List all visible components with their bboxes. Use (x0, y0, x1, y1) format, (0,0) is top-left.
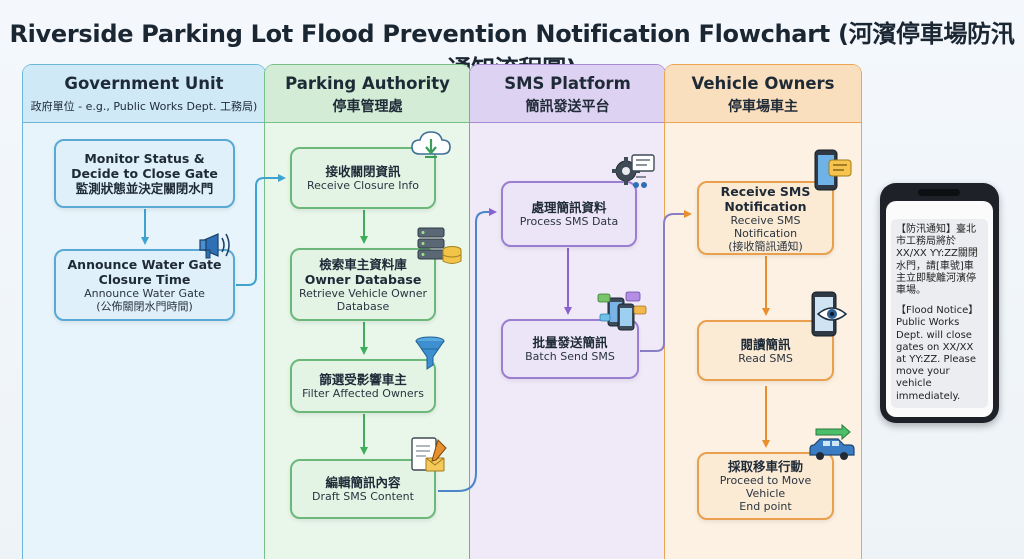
lane-title-zh: 政府單位 - e.g., Public Works Dept. 工務局) (30, 100, 258, 113)
phone-chat-icon (814, 149, 852, 191)
step-retrieve-database[interactable]: 檢索車主資料庫 Owner Database Retrieve Vehicle … (290, 248, 436, 321)
lane-title-en: Vehicle Owners (691, 74, 835, 93)
phone-mockup: 【防汛通知】臺北市工務局將於XX/XX YY:ZZ關閉水門，請[車號]車主立即駛… (880, 183, 999, 423)
step-text: Receive SMS (720, 183, 811, 199)
step-receive-closure[interactable]: 接收關閉資訊 Receive Closure Info (290, 147, 436, 209)
step-text: 採取移車行動 (727, 459, 803, 474)
step-text: (接收簡訊通知) (728, 239, 803, 253)
step-text: Retrieve Vehicle Owner (298, 286, 428, 300)
step-text: Receive SMS Notification (730, 213, 801, 240)
sms-message-zh: 【防汛通知】臺北市工務局將於XX/XX YY:ZZ關閉水門，請[車號]車主立即駛… (896, 224, 978, 297)
database-icon (417, 227, 462, 264)
phone-notch (918, 189, 960, 196)
lane-title-en: Government Unit (64, 74, 224, 93)
gear-chat-icon (612, 154, 655, 188)
step-text: 接收關閉資訊 (325, 164, 401, 179)
arrow-batch-to-receive-sms (640, 210, 692, 352)
step-text: Draft SMS Content (312, 490, 414, 503)
megaphone-icon (199, 233, 230, 259)
step-process-sms[interactable]: 處理簡訊資料 Process SMS Data (501, 181, 637, 247)
step-text: Filter Affected Owners (302, 387, 424, 400)
arrow-announce-to-receive (236, 174, 286, 286)
step-filter-owners[interactable]: 篩選受影響車主 Filter Affected Owners (290, 359, 436, 413)
step-text: 篩選受影響車主 (319, 372, 407, 387)
cloud-download-icon (411, 131, 451, 158)
document-pen-icon (411, 437, 447, 472)
phone-screen: 【防汛通知】臺北市工務局將於XX/XX YY:ZZ關閉水門，請[車號]車主立即駛… (886, 201, 993, 417)
lane-title-en: Parking Authority (285, 74, 450, 93)
step-text: Closure Time (98, 272, 191, 287)
lane-title-zh: 簡訊發送平台 (525, 99, 610, 115)
step-batch-send[interactable]: 批量發送簡訊 Batch Send SMS (501, 319, 639, 379)
step-text: 閱讀簡訊 (740, 336, 791, 352)
step-text: Decide to Close Gate (71, 166, 218, 181)
step-text: 編輯簡訊內容 (325, 475, 401, 490)
step-read-sms[interactable]: 閱讀簡訊 Read SMS (697, 320, 834, 381)
step-text: 檢索車主資料庫 (319, 256, 407, 272)
step-take-action[interactable]: 採取移車行動 Proceed to Move Vehicle End point (697, 452, 834, 520)
step-receive-sms[interactable]: Receive SMS Notification Receive SMS Not… (697, 181, 834, 255)
lane-title-en: SMS Platform (504, 74, 631, 93)
step-announce-closure[interactable]: Announce Water Gate Closure Time Announc… (54, 249, 235, 321)
step-text: Proceed to Move Vehicle (719, 474, 812, 500)
step-text: Announce Water Gate (67, 257, 222, 272)
step-text: Receive Closure Info (306, 179, 420, 192)
step-text: (公佈關閉水門時間) (96, 300, 193, 313)
step-monitor-status[interactable]: Monitor Status & Decide to Close Gate 監測… (54, 139, 235, 208)
sms-message-bubble: 【防汛通知】臺北市工務局將於XX/XX YY:ZZ關閉水門，請[車號]車主立即駛… (891, 219, 988, 408)
step-text: Process SMS Data (519, 215, 619, 228)
phones-chat-icon (597, 291, 647, 331)
lane-header: Parking Authority 停車管理處 (265, 65, 470, 123)
step-text: Notification (724, 198, 807, 214)
car-arrow-icon (809, 423, 855, 460)
arrow-draft-to-process (438, 208, 497, 492)
lane-title-zh: 停車場車主 (728, 99, 798, 115)
step-text: 監測狀態並決定關閉水門 (75, 181, 214, 196)
step-text: Announce Water Gate (84, 287, 205, 300)
lane-header: Government Unit 政府單位 - e.g., Public Work… (23, 65, 265, 123)
step-text: Monitor Status & (84, 151, 205, 166)
sms-message-en: 【Flood Notice】 Public Works Dept. will c… (896, 305, 979, 402)
lane-header: Vehicle Owners 停車場車主 (665, 65, 861, 123)
lane-title-zh: 停車管理處 (332, 99, 403, 115)
step-text: 處理簡訊資料 (531, 200, 607, 215)
step-text: Database (336, 299, 390, 313)
step-text: 批量發送簡訊 (532, 335, 608, 350)
step-text: Batch Send SMS (525, 350, 615, 363)
step-text: Owner Database (304, 271, 422, 287)
step-text: End point (739, 500, 792, 513)
step-text: Read SMS (738, 351, 793, 365)
lane-header: SMS Platform 簡訊發送平台 (470, 65, 665, 123)
phone-eye-icon (811, 291, 848, 337)
funnel-icon (415, 336, 445, 370)
